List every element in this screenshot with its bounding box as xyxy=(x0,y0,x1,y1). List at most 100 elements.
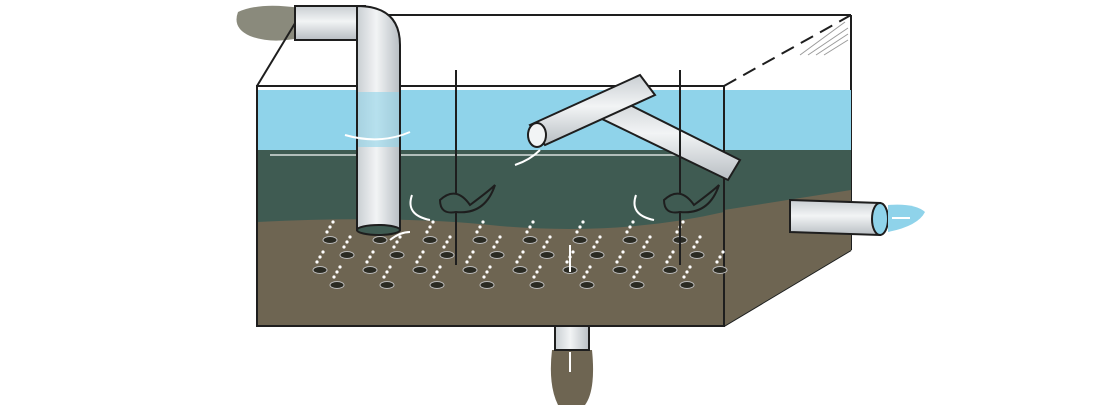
air-bubble xyxy=(565,260,569,264)
air-bubble xyxy=(398,235,402,239)
diffuser xyxy=(429,281,445,289)
air-bubble xyxy=(635,270,639,274)
air-bubble xyxy=(598,235,602,239)
air-bubble xyxy=(688,265,692,269)
distribution-t-pipe xyxy=(527,73,742,182)
air-bubble xyxy=(592,245,596,249)
air-bubble xyxy=(321,250,325,254)
air-bubble xyxy=(675,230,679,234)
air-bubble xyxy=(618,255,622,259)
air-bubble xyxy=(342,245,346,249)
air-bubble xyxy=(421,250,425,254)
air-bubble xyxy=(668,255,672,259)
air-bubble xyxy=(665,260,669,264)
hatching xyxy=(799,21,849,56)
mixer-right xyxy=(662,70,720,265)
air-bubble xyxy=(548,235,552,239)
diffuser xyxy=(379,281,395,289)
air-bubble xyxy=(365,260,369,264)
tank-front-frame xyxy=(256,85,725,327)
diffuser xyxy=(679,281,695,289)
diffuser xyxy=(572,236,588,244)
air-bubble xyxy=(575,230,579,234)
air-bubble xyxy=(692,245,696,249)
air-bubble xyxy=(625,230,629,234)
diffuser-grid xyxy=(312,220,728,289)
air-bubble xyxy=(518,255,522,259)
air-bubble xyxy=(388,265,392,269)
diffuser xyxy=(639,251,655,259)
air-bubble xyxy=(578,225,582,229)
air-bubble xyxy=(428,225,432,229)
air-bubble xyxy=(525,230,529,234)
drain-smudge xyxy=(550,350,594,405)
diffuser xyxy=(662,266,678,274)
diffuser xyxy=(612,266,628,274)
diffuser xyxy=(489,251,505,259)
air-bubble xyxy=(475,230,479,234)
diffuser xyxy=(462,266,478,274)
air-bubble xyxy=(332,275,336,279)
diffuser xyxy=(329,281,345,289)
air-bubble xyxy=(638,265,642,269)
air-bubble xyxy=(432,275,436,279)
air-bubble xyxy=(535,270,539,274)
air-bubble xyxy=(481,220,485,224)
air-bubble xyxy=(478,225,482,229)
air-bubble xyxy=(392,245,396,249)
air-bubble xyxy=(685,270,689,274)
air-bubble xyxy=(595,240,599,244)
air-bubble xyxy=(485,270,489,274)
air-bubble xyxy=(631,220,635,224)
air-bubble xyxy=(671,250,675,254)
air-bubble xyxy=(431,220,435,224)
diffuser xyxy=(312,266,328,274)
air-bubble xyxy=(495,240,499,244)
air-bubble xyxy=(615,260,619,264)
air-bubble xyxy=(448,235,452,239)
air-bubble xyxy=(382,275,386,279)
air-bubble xyxy=(642,245,646,249)
air-bubble xyxy=(582,275,586,279)
air-bubble xyxy=(445,240,449,244)
air-bubble xyxy=(721,250,725,254)
air-bubble xyxy=(581,220,585,224)
air-bubble xyxy=(328,225,332,229)
air-bubble xyxy=(482,275,486,279)
air-bubble xyxy=(331,220,335,224)
air-bubble xyxy=(648,235,652,239)
air-bubble xyxy=(315,260,319,264)
air-bubble xyxy=(395,240,399,244)
air-bubble xyxy=(515,260,519,264)
air-bubble xyxy=(498,235,502,239)
air-bubble xyxy=(471,250,475,254)
air-bubble xyxy=(681,220,685,224)
diffuser xyxy=(439,251,455,259)
diffuser xyxy=(422,236,438,244)
mixer-left xyxy=(438,70,496,265)
air-bubble xyxy=(682,275,686,279)
diffuser xyxy=(412,266,428,274)
air-bubble xyxy=(442,245,446,249)
inflow-smudge xyxy=(236,5,300,41)
air-bubble xyxy=(488,265,492,269)
air-bubble xyxy=(335,270,339,274)
air-bubble xyxy=(698,235,702,239)
diffuser xyxy=(689,251,705,259)
air-bubble xyxy=(438,265,442,269)
diffuser xyxy=(579,281,595,289)
inlet-pipe xyxy=(294,4,401,236)
air-bubble xyxy=(348,235,352,239)
drain-pipe xyxy=(554,325,590,372)
flow-arrows xyxy=(344,131,655,272)
air-bubble xyxy=(418,255,422,259)
air-bubble xyxy=(538,265,542,269)
air-bubble xyxy=(338,265,342,269)
diffuser xyxy=(322,236,338,244)
air-bubble xyxy=(468,255,472,259)
air-bubble xyxy=(425,230,429,234)
air-bubble xyxy=(645,240,649,244)
air-bubble xyxy=(588,265,592,269)
outlet-pipe xyxy=(789,198,925,237)
